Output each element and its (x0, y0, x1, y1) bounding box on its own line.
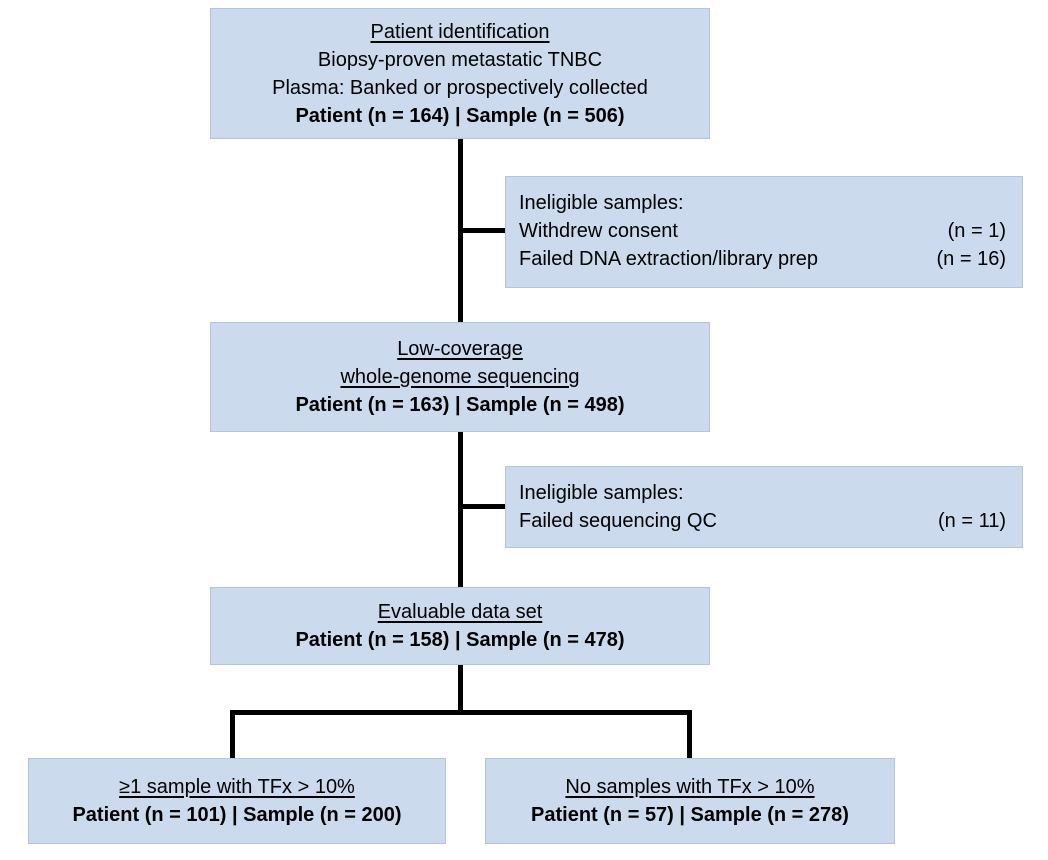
evaluable-data-set-box: Evaluable data set Patient (n = 158) | S… (210, 587, 710, 665)
box-stats: Patient (n = 164) | Sample (n = 506) (295, 104, 625, 127)
connector-evaluable-to-branch (458, 665, 463, 715)
ineligible-samples-box-2: Ineligible samples: Failed sequencing QC… (505, 466, 1023, 548)
exclusion-row: Failed DNA extraction/library prep (n = … (519, 245, 1006, 273)
exclusion-label: Withdrew consent (519, 220, 678, 242)
box-text-line: Biopsy-proven metastatic TNBC (317, 48, 603, 71)
exclusion-row: Withdrew consent (n = 1) (519, 217, 1006, 245)
box-title: Ineligible samples: (519, 192, 684, 214)
box-title: ≥1 sample with TFx > 10% (119, 776, 355, 798)
exclusion-count: (n = 1) (947, 220, 1006, 242)
tfx-above-10-box: ≥1 sample with TFx > 10% Patient (n = 10… (28, 758, 446, 844)
connector-branch-horizontal (230, 710, 692, 715)
exclusion-row: Failed sequencing QC (n = 11) (519, 507, 1006, 535)
exclusion-label: Failed sequencing QC (519, 510, 717, 532)
connector-stub-ineligible-1 (460, 228, 505, 233)
box-title: Evaluable data set (377, 601, 543, 623)
connector-mid-to-evaluable (458, 432, 463, 587)
box-stats: Patient (n = 163) | Sample (n = 498) (295, 394, 625, 416)
box-title: No samples with TFx > 10% (565, 776, 815, 798)
box-title: whole-genome sequencing (340, 366, 580, 388)
box-stats: Patient (n = 158) | Sample (n = 478) (295, 629, 625, 651)
box-title: Low-coverage (397, 338, 523, 360)
exclusion-count: (n = 16) (936, 248, 1006, 270)
exclusion-count: (n = 11) (938, 510, 1006, 532)
tfx-none-above-10-box: No samples with TFx > 10% Patient (n = 5… (485, 758, 895, 844)
exclusion-label: Failed DNA extraction/library prep (519, 248, 819, 270)
ineligible-samples-box-1: Ineligible samples: Withdrew consent (n … (505, 176, 1023, 288)
connector-branch-left (230, 710, 235, 758)
box-title: Patient identification (370, 20, 550, 43)
connector-branch-right (687, 710, 692, 758)
box-text-line: Plasma: Banked or prospectively collecte… (272, 76, 648, 99)
low-coverage-wgs-box: Low-coverage whole-genome sequencing Pat… (210, 322, 710, 432)
box-title: Ineligible samples: (519, 482, 684, 504)
connector-stub-ineligible-2 (460, 504, 505, 509)
box-stats: Patient (n = 101) | Sample (n = 200) (72, 804, 402, 826)
patient-identification-box: Patient identification Biopsy-proven met… (210, 8, 710, 139)
box-stats: Patient (n = 57) | Sample (n = 278) (531, 804, 849, 826)
